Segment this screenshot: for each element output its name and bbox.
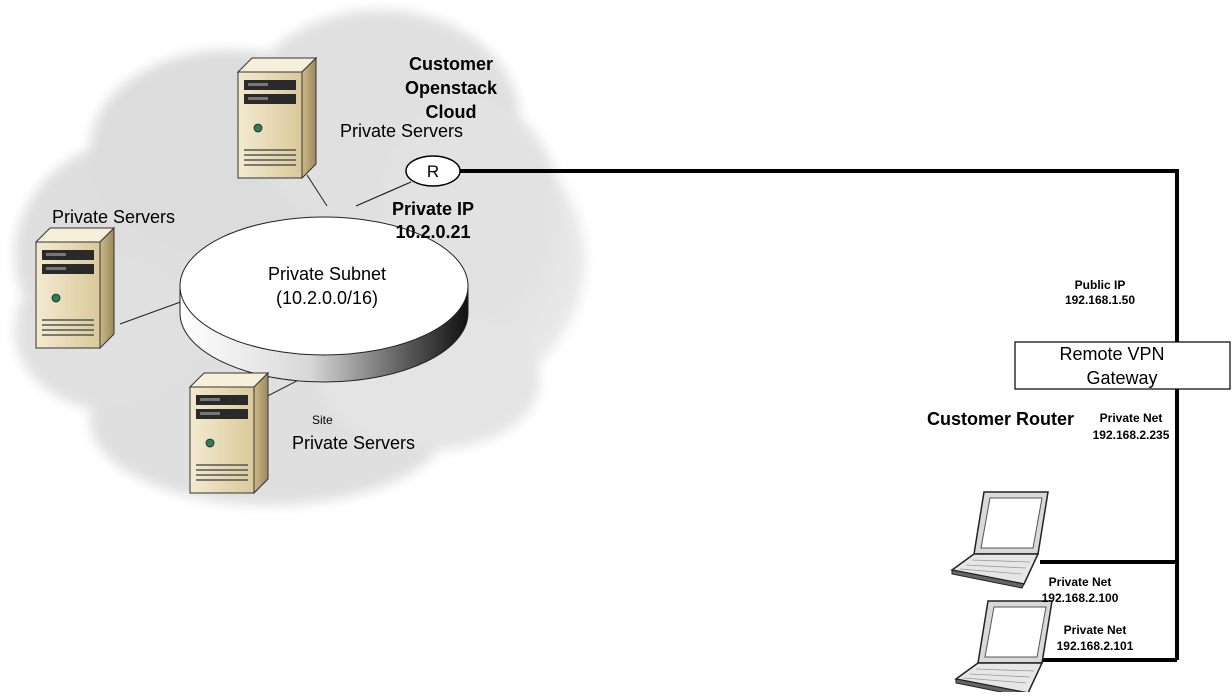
laptop-2 <box>955 600 1053 697</box>
customer-router-label: Customer Router <box>927 409 1074 429</box>
subnet-name: Private Subnet <box>268 264 386 284</box>
server-left-label: Private Servers <box>52 207 175 227</box>
wan-link <box>460 169 1179 662</box>
laptop-1 <box>951 491 1049 589</box>
server-bottom <box>189 372 269 494</box>
cloud-title-line-2: Openstack <box>405 78 498 98</box>
subnet-cidr: (10.2.0.0/16) <box>276 288 378 308</box>
public-ip: 192.168.1.50 <box>1065 293 1135 307</box>
laptop-1-net-label: Private Net <box>1049 575 1112 589</box>
vpn-gateway-line-1: Remote VPN <box>1059 344 1164 364</box>
server-top <box>237 57 317 179</box>
private-subnet-disk <box>179 216 469 383</box>
cloud-title-line-1: Customer <box>409 54 493 74</box>
router-symbol: R <box>427 162 439 181</box>
router-private-ip-label: Private IP <box>392 199 474 219</box>
site-label: Site <box>312 413 333 427</box>
server-left <box>35 227 115 349</box>
vpn-gateway-box <box>1014 341 1231 390</box>
laptop-1-ip: 192.168.2.100 <box>1042 591 1119 605</box>
public-ip-label: Public IP <box>1075 278 1126 292</box>
cloud-title-line-3: Cloud <box>426 102 477 122</box>
router-private-ip: 10.2.0.21 <box>395 222 470 242</box>
vpn-gateway-line-2: Gateway <box>1086 368 1157 388</box>
customer-router-net-label: Private Net <box>1100 411 1163 425</box>
customer-router-net-ip: 192.168.2.235 <box>1093 428 1170 442</box>
laptop-2-net-label: Private Net <box>1064 623 1127 637</box>
laptop-2-ip: 192.168.2.101 <box>1057 639 1134 653</box>
server-top-label: Private Servers <box>340 121 463 141</box>
server-bottom-label: Private Servers <box>292 433 415 453</box>
